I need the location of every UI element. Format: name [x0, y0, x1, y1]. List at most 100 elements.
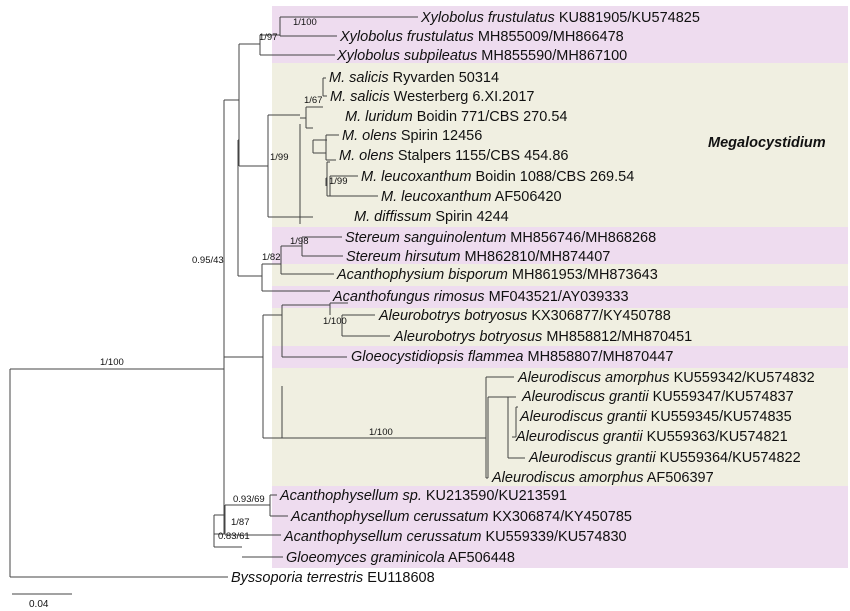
accession: KU559342/KU574832 [674, 370, 815, 386]
taxon-label: Stereum hirsutum MH862810/MH874407 [346, 249, 610, 265]
species-name: Stereum sanguinolentum [345, 230, 506, 246]
band-xylobolus [272, 6, 848, 63]
accession: MF043521/AY039333 [489, 289, 629, 305]
taxon-label: Aleurobotrys botryosus KX306877/KY450788 [378, 308, 671, 324]
taxon-label: Aleurodiscus amorphus KU559342/KU574832 [517, 370, 815, 386]
support-value: 1/100 [293, 17, 317, 28]
accession: Westerberg 6.XI.2017 [394, 89, 535, 105]
species-name: Xylobolus frustulatus [339, 29, 474, 45]
species-name: M. leucoxanthum [361, 169, 471, 185]
taxon-label: Xylobolus frustulatus KU881905/KU574825 [420, 10, 700, 26]
band-acanthofungus [272, 286, 848, 308]
species-name: M. olens [339, 148, 394, 164]
species-name: M. olens [342, 128, 397, 144]
support-value: 1/100 [323, 316, 347, 327]
accession: Spirin 12456 [401, 128, 482, 144]
support-value: 0.93/69 [233, 494, 265, 505]
species-name: Xylobolus subpileatus [336, 48, 477, 64]
species-name: Aleurodiscus amorphus [517, 370, 670, 386]
accession: AF506420 [495, 189, 562, 205]
band-megalocystidium [272, 63, 848, 227]
taxon-label: Gloeocystidiopsis flammea MH858807/MH870… [351, 349, 673, 365]
species-name: Acanthophysellum sp. [279, 488, 422, 504]
accession: KX306877/KY450788 [531, 308, 671, 324]
taxon-label: M. leucoxanthum Boidin 1088/CBS 269.54 [361, 169, 634, 185]
taxon-labels: Xylobolus frustulatus KU881905/KU574825 … [231, 10, 815, 586]
accession: MH858807/MH870447 [528, 349, 674, 365]
support-value: 1/87 [231, 517, 250, 528]
taxon-label: Gloeomyces graminicola AF506448 [286, 550, 515, 566]
accession: KU559347/KU574837 [653, 389, 794, 405]
species-name: Aleurobotrys botryosus [393, 329, 542, 345]
band-acanthophysium [272, 264, 848, 286]
support-value: 1/100 [369, 427, 393, 438]
accession: AF506397 [647, 470, 714, 486]
species-name: M. leucoxanthum [381, 189, 491, 205]
species-name: Acanthophysellum cerussatum [283, 529, 481, 545]
species-name: Aleurodiscus grantii [521, 389, 649, 405]
support-value: 1/98 [290, 236, 309, 247]
species-name: Stereum hirsutum [346, 249, 460, 265]
taxon-label: Acanthofungus rimosus MF043521/AY039333 [332, 289, 629, 305]
clade-label: Megalocystidium [708, 135, 826, 151]
support-value: 1/99 [329, 176, 348, 187]
species-name: Aleurodiscus grantii [528, 450, 656, 466]
taxon-label: Aleurodiscus grantii KU559363/KU574821 [515, 429, 788, 445]
support-value: 1/100 [100, 357, 124, 368]
accession: MH855009/MH866478 [478, 29, 624, 45]
accession: EU118608 [367, 570, 434, 586]
scale-bar-label: 0.04 [29, 599, 49, 610]
taxon-label: Acanthophysium bisporum MH861953/MH87364… [336, 267, 658, 283]
support-value: 0.95/43 [192, 255, 224, 266]
taxon-label: Stereum sanguinolentum MH856746/MH868268 [345, 230, 656, 246]
species-name: M. diffissum [354, 209, 431, 225]
species-name: Byssoporia terrestris [231, 570, 363, 586]
species-name: M. luridum [345, 109, 413, 125]
taxon-label: Aleurodiscus grantii KU559364/KU574822 [528, 450, 801, 466]
support-values: 1/100 1/97 1/67 1/99 1/99 1/98 1/82 0.95… [100, 17, 393, 542]
accession: KX306874/KY450785 [493, 509, 633, 525]
taxon-label: M. salicis Ryvarden 50314 [329, 70, 499, 86]
band-stereum [272, 227, 848, 264]
accession: KU559363/KU574821 [647, 429, 788, 445]
scale-bar: 0.04 [12, 593, 72, 610]
taxon-label: Acanthophysellum cerussatum KU559339/KU5… [283, 529, 627, 545]
accession: Boidin 1088/CBS 269.54 [475, 169, 634, 185]
accession: Ryvarden 50314 [393, 70, 499, 86]
taxon-label: M. diffissum Spirin 4244 [354, 209, 509, 225]
accession: KU559345/KU574835 [651, 409, 792, 425]
support-value: 1/99 [270, 152, 289, 163]
band-aleurodiscus [272, 368, 848, 486]
taxon-label: Acanthophysellum cerussatum KX306874/KY4… [290, 509, 632, 525]
accession: Spirin 4244 [435, 209, 508, 225]
species-name: Aleurodiscus grantii [519, 409, 647, 425]
support-value: 1/67 [304, 95, 323, 106]
support-value: 1/82 [262, 252, 281, 263]
species-name: M. salicis [329, 70, 389, 86]
taxon-label: M. luridum Boidin 771/CBS 270.54 [345, 109, 567, 125]
taxon-label: M. olens Stalpers 1155/CBS 454.86 [339, 148, 568, 164]
species-name: Aleurodiscus amorphus [491, 470, 644, 486]
taxon-label: Aleurodiscus grantii KU559345/KU574835 [519, 409, 792, 425]
taxon-label: M. salicis Westerberg 6.XI.2017 [330, 89, 534, 105]
taxon-label: Xylobolus subpileatus MH855590/MH867100 [336, 48, 627, 64]
taxon-label: Aleurobotrys botryosus MH858812/MH870451 [393, 329, 692, 345]
species-name: Acanthophysium bisporum [336, 267, 508, 283]
support-value: 0.83/61 [218, 531, 250, 542]
accession: MH862810/MH874407 [464, 249, 610, 265]
band-gloeocystidiopsis [272, 346, 848, 368]
band-acanthophysellum [272, 486, 848, 568]
accession: KU559339/KU574830 [486, 529, 627, 545]
accession: MH856746/MH868268 [510, 230, 656, 246]
species-name: Aleurodiscus grantii [515, 429, 643, 445]
tree-branches [9, 16, 525, 578]
species-name: Acanthofungus rimosus [332, 289, 485, 305]
taxon-label: Xylobolus frustulatus MH855009/MH866478 [339, 29, 624, 45]
accession: MH858812/MH870451 [546, 329, 692, 345]
accession: AF506448 [448, 550, 515, 566]
accession: Boidin 771/CBS 270.54 [417, 109, 568, 125]
species-name: Xylobolus frustulatus [420, 10, 555, 26]
taxon-label: Aleurodiscus grantii KU559347/KU574837 [521, 389, 794, 405]
species-name: M. salicis [330, 89, 390, 105]
